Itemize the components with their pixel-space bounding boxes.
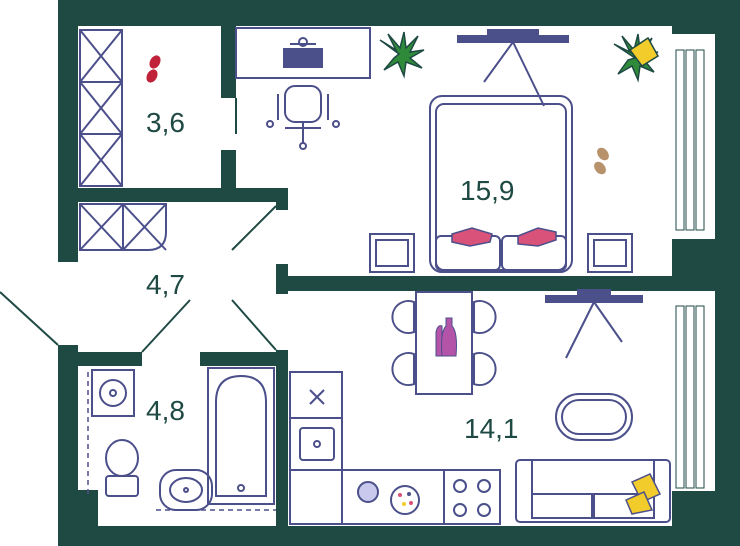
coffee-table-icon [555, 393, 633, 441]
room-area-kitchen-living: 14,1 [464, 413, 519, 444]
sofa-icon [515, 459, 671, 523]
wardrobe-icon [79, 29, 123, 187]
pillow-icon [625, 473, 662, 515]
hall-wardrobe-icon [79, 203, 167, 251]
kitchen-counter [289, 371, 501, 525]
room-area-hall: 4,7 [146, 269, 185, 300]
plate-icon [357, 481, 420, 515]
plant-icon [613, 33, 660, 83]
chair-icon [266, 85, 340, 150]
footprints-icon [594, 147, 609, 175]
washing-machine-icon [91, 369, 135, 417]
footprints-icon [146, 55, 161, 83]
stove-icon [453, 479, 491, 517]
plant-icon [379, 31, 425, 79]
dishwasher-icon [309, 389, 325, 405]
tv-icon [545, 289, 643, 359]
toilet-icon [105, 439, 139, 497]
desk-icon [235, 27, 371, 79]
walls [58, 0, 740, 546]
dining-table-icon [391, 291, 497, 395]
room-area-bathroom: 4,8 [146, 395, 185, 426]
vase-icon [435, 317, 457, 357]
tv-icon [457, 29, 569, 107]
shower-curtain [87, 372, 276, 511]
room-area-bedroom: 15,9 [460, 175, 515, 206]
sink-icon [299, 427, 335, 461]
door-swings [0, 98, 277, 353]
bathtub-icon [207, 367, 275, 505]
nightstand-icon [369, 233, 633, 273]
windows [675, 49, 705, 489]
room-area-dressing: 3,6 [146, 107, 185, 138]
bathroom-sink-icon [159, 469, 213, 511]
pillow-icon [451, 227, 557, 247]
